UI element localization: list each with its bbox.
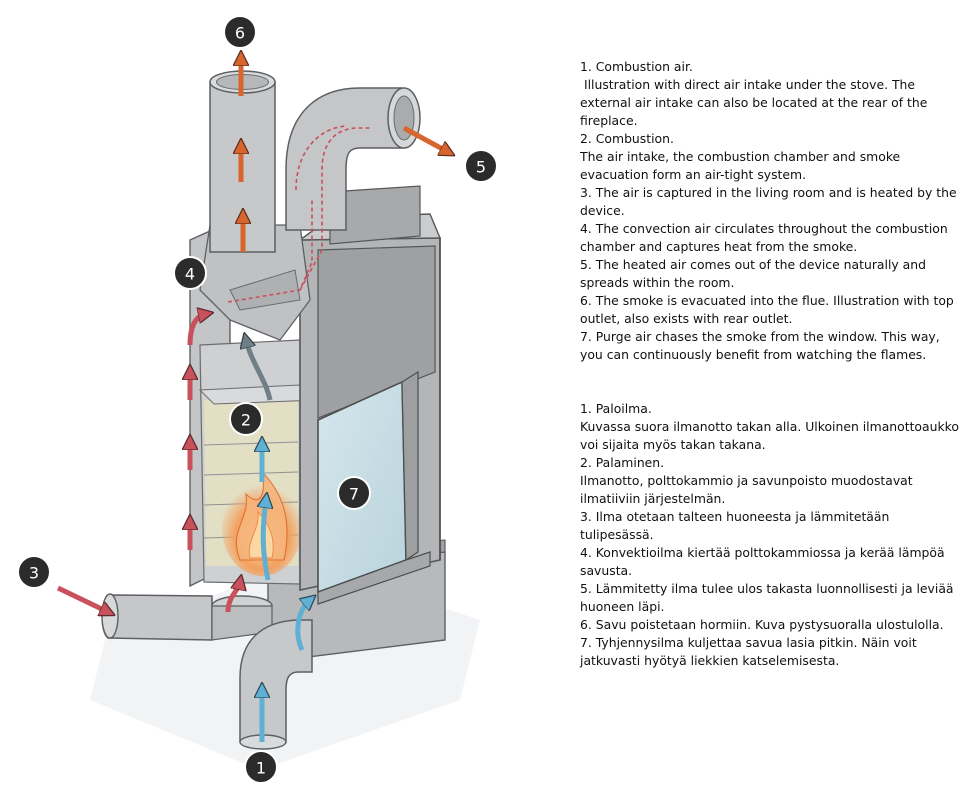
badge-3: 3 xyxy=(17,555,51,589)
legend-fi-line: Ilmanotto, polttokammio ja savunpoisto m… xyxy=(580,473,917,506)
legend-en-line: 6. The smoke is evacuated into the flue.… xyxy=(580,293,958,326)
legend-fi-line: 2. Palaminen. xyxy=(580,455,665,470)
svg-text:4: 4 xyxy=(185,265,195,284)
smoke-arrows xyxy=(241,58,448,252)
legend-en-line: 7. Purge air chases the smoke from the w… xyxy=(580,329,944,362)
combustion-air-arrows xyxy=(246,340,310,742)
legend-fi-line: 4. Konvektioilma kiertää polttokammiossa… xyxy=(580,545,949,578)
svg-text:1: 1 xyxy=(256,759,266,778)
legend-en-line: Illustration with direct air intake unde… xyxy=(580,77,932,128)
legend-text-panel: 1. Combustion air. Illustration with dir… xyxy=(580,58,960,670)
svg-text:2: 2 xyxy=(241,411,251,430)
legend-english: 1. Combustion air. Illustration with dir… xyxy=(580,58,960,364)
legend-en-line: The air intake, the combustion chamber a… xyxy=(580,149,905,182)
svg-text:3: 3 xyxy=(29,564,39,583)
legend-fi-line: 7. Tyhjennysilma kuljettaa savua lasia p… xyxy=(580,635,921,668)
badge-7: 7 xyxy=(337,476,371,510)
legend-fi-line: 5. Lämmitetty ilma tulee ulos takasta lu… xyxy=(580,581,958,614)
air-intake-ducts xyxy=(101,593,313,750)
svg-text:6: 6 xyxy=(235,24,245,43)
badge-2: 2 xyxy=(229,402,263,436)
fireplace-airflow-diagram: 1 2 3 4 5 6 7 xyxy=(17,15,498,784)
legend-finnish: 1. Paloilma. Kuvassa suora ilmanotto tak… xyxy=(580,400,960,670)
legend-en-line: 1. Combustion air. xyxy=(580,59,693,74)
svg-text:5: 5 xyxy=(476,158,486,177)
svg-text:7: 7 xyxy=(349,485,359,504)
legend-en-line: 3. The air is captured in the living roo… xyxy=(580,185,961,218)
legend-fi-line: 1. Paloilma. xyxy=(580,401,652,416)
legend-fi-line: 6. Savu poistetaan hormiin. Kuva pystysu… xyxy=(580,617,944,632)
legend-fi-line: Kuvassa suora ilmanotto takan alla. Ulko… xyxy=(580,419,963,452)
legend-en-line: 2. Combustion. xyxy=(580,131,674,146)
badge-1: 1 xyxy=(244,750,278,784)
badge-4: 4 xyxy=(173,256,207,290)
badge-6: 6 xyxy=(223,15,257,49)
legend-fi-line: 3. Ilma otetaan talteen huoneesta ja läm… xyxy=(580,509,894,542)
badge-5: 5 xyxy=(464,149,498,183)
legend-en-line: 5. The heated air comes out of the devic… xyxy=(580,257,930,290)
heated-air-arrows xyxy=(56,314,240,612)
heated-air-path xyxy=(227,125,372,303)
legend-en-line: 4. The convection air circulates through… xyxy=(580,221,952,254)
